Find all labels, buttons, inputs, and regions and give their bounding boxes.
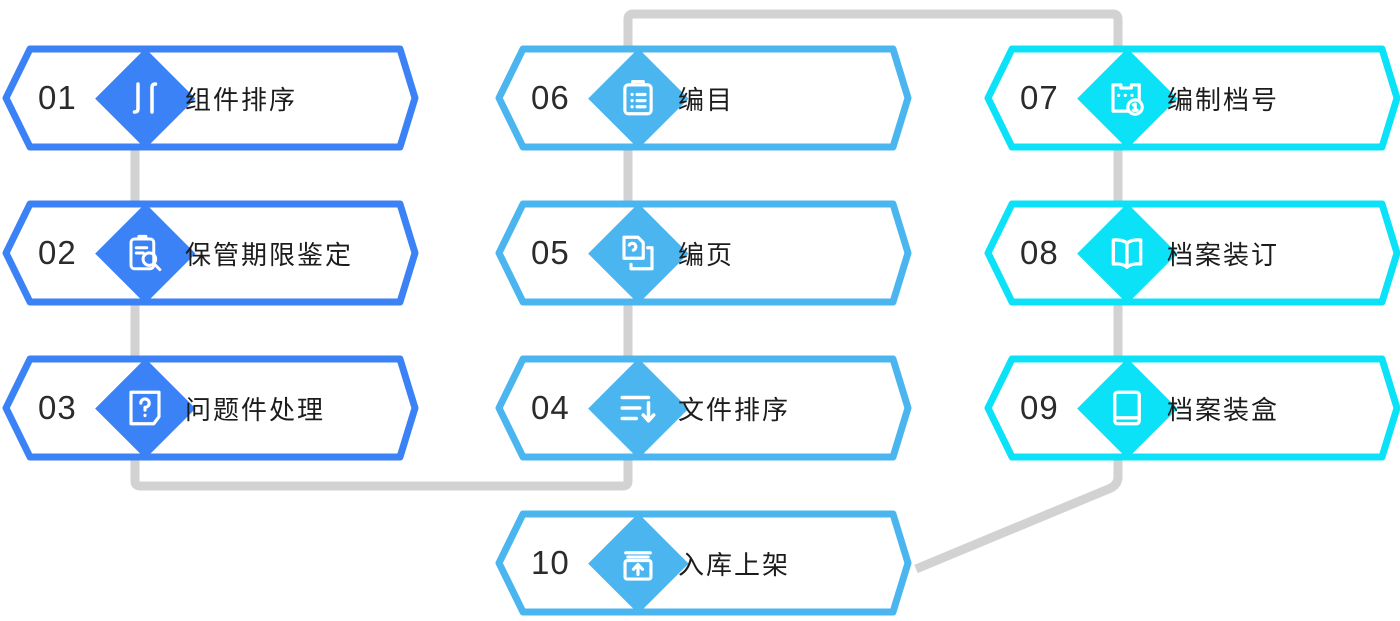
step-icon-diamond[interactable] xyxy=(94,202,195,303)
flow-step-07[interactable]: 07 编制档号 xyxy=(982,43,1400,153)
list-sort-down-icon xyxy=(588,358,688,458)
hexagon-outline xyxy=(2,355,419,461)
hexagon-outline xyxy=(984,355,1400,461)
step-label: 组件排序 xyxy=(185,84,298,115)
clipboard-list-icon xyxy=(588,48,688,148)
flow-step-02[interactable]: 02 保管期限鉴定 xyxy=(0,198,420,308)
step-number: 05 xyxy=(531,234,570,271)
step-icon-diamond[interactable] xyxy=(1076,357,1177,458)
step-number: 02 xyxy=(38,234,77,271)
hexagon-outline xyxy=(2,45,419,151)
step-number: 09 xyxy=(1020,389,1059,426)
step-number: 08 xyxy=(1020,234,1059,271)
flow-step-04[interactable]: 04 文件排序 xyxy=(493,353,913,463)
step-icon-diamond[interactable] xyxy=(1076,47,1177,148)
box-arrow-up-icon xyxy=(588,513,688,613)
hexagon-outline xyxy=(984,45,1400,151)
open-book-icon xyxy=(1077,203,1177,303)
hexagon-outline xyxy=(495,355,912,461)
step-icon-diamond[interactable] xyxy=(587,202,688,303)
hexagon-outline xyxy=(495,200,912,306)
step-icon-diamond[interactable] xyxy=(587,512,688,613)
file-number-badge-icon xyxy=(1077,48,1177,148)
step-icon-diamond[interactable] xyxy=(94,47,195,148)
step-label: 文件排序 xyxy=(678,394,791,425)
step-label: 编制档号 xyxy=(1167,84,1280,115)
clipboard-search-icon xyxy=(95,203,195,303)
step-label: 档案装订 xyxy=(1167,239,1280,270)
flow-step-05[interactable]: 05 编页 xyxy=(493,198,913,308)
step-label: 问题件处理 xyxy=(185,394,326,425)
step-icon-diamond[interactable] xyxy=(94,357,195,458)
hexagon-outline xyxy=(495,510,912,616)
flow-step-10[interactable]: 10 入库上架 xyxy=(493,508,913,618)
step-label: 编页 xyxy=(678,239,735,270)
hexagon-outline xyxy=(495,45,912,151)
flow-step-09[interactable]: 09 档案装盒 xyxy=(982,353,1400,463)
flow-step-01[interactable]: 01 组件排序 xyxy=(0,43,420,153)
hexagon-outline xyxy=(984,200,1400,306)
step-number: 06 xyxy=(531,79,570,116)
flow-step-06[interactable]: 06 编目 xyxy=(493,43,913,153)
step-icon-diamond[interactable] xyxy=(587,357,688,458)
step-label: 入库上架 xyxy=(678,549,791,580)
step-number: 01 xyxy=(38,79,77,116)
step-number: 03 xyxy=(38,389,77,426)
closed-book-icon xyxy=(1077,358,1177,458)
step-label: 保管期限鉴定 xyxy=(185,239,354,270)
document-question-icon xyxy=(95,358,195,458)
step-icon-diamond[interactable] xyxy=(587,47,688,148)
step-number: 07 xyxy=(1020,79,1059,116)
step-icon-diamond[interactable] xyxy=(1076,202,1177,303)
step-number: 10 xyxy=(531,544,570,581)
flow-step-03[interactable]: 03 问题件处理 xyxy=(0,353,420,463)
step-number: 04 xyxy=(531,389,570,426)
hexagon-outline xyxy=(2,200,419,306)
sort-arrows-icon xyxy=(95,48,195,148)
copy-pages-icon xyxy=(588,203,688,303)
connector-09-10 xyxy=(914,455,1123,574)
step-label: 编目 xyxy=(678,84,735,115)
flow-step-08[interactable]: 08 档案装订 xyxy=(982,198,1400,308)
step-label: 档案装盒 xyxy=(1167,394,1280,425)
